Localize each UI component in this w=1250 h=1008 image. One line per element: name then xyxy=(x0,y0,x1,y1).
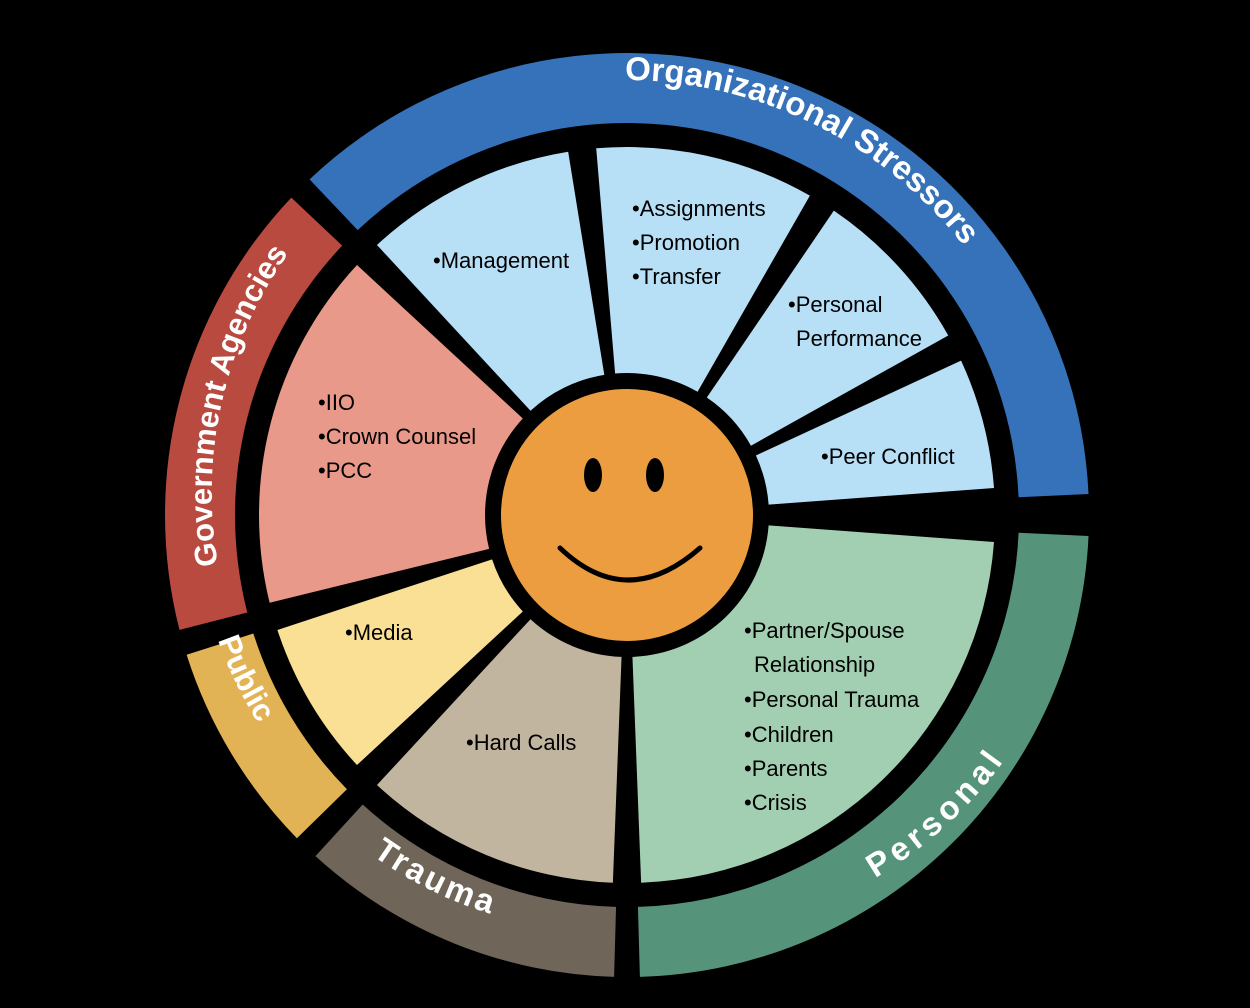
management-segment xyxy=(376,151,605,411)
peer-conflict-segment xyxy=(755,360,995,505)
government-agencies-band xyxy=(165,197,343,630)
item-text: •Peer Conflict xyxy=(821,444,955,469)
hard-calls-segment xyxy=(376,619,622,883)
public-band xyxy=(186,633,347,839)
peer-conflict-items: •Peer Conflict xyxy=(821,444,955,469)
assignments-segment xyxy=(596,147,810,392)
hard-calls-items: •Hard Calls xyxy=(466,730,576,755)
left-eye xyxy=(584,458,602,492)
assignments-items: •Assignments •Promotion •Transfer xyxy=(632,196,772,289)
personal-segment xyxy=(632,525,995,883)
trauma-band xyxy=(315,804,617,977)
organizational-stressors-band xyxy=(309,52,1089,498)
item-text: •Parents xyxy=(744,756,828,781)
item-text: •Hard Calls xyxy=(466,730,576,755)
item-text: •PCC xyxy=(318,458,372,483)
item-text: Performance xyxy=(796,326,922,351)
management-items: •Management xyxy=(433,248,569,273)
item-text: •Partner/Spouse xyxy=(744,618,905,643)
media-segment xyxy=(277,559,523,766)
item-text: •Assignments xyxy=(632,196,766,221)
smiley-face-icon xyxy=(497,385,757,645)
item-text: Relationship xyxy=(754,652,875,677)
right-eye xyxy=(646,458,664,492)
government-items: •IIO •Crown Counsel •PCC xyxy=(318,390,482,483)
personal-band xyxy=(637,532,1089,977)
center-face xyxy=(497,385,757,645)
item-text: •Children xyxy=(744,722,834,747)
item-text: •Media xyxy=(345,620,413,645)
smile-mouth xyxy=(557,545,703,583)
government-segment xyxy=(258,264,523,603)
item-text: •IIO xyxy=(318,390,355,415)
item-text: •Crisis xyxy=(744,790,807,815)
personal-performance-items: •Personal Performance xyxy=(788,292,922,351)
item-text: •Crown Counsel xyxy=(318,424,476,449)
personal-performance-segment xyxy=(706,210,949,446)
item-text: •Personal Trauma xyxy=(744,687,920,712)
item-text: •Personal xyxy=(788,292,883,317)
personal-items: •Partner/Spouse Relationship •Personal T… xyxy=(744,618,925,815)
item-text: •Transfer xyxy=(632,264,721,289)
item-text: •Promotion xyxy=(632,230,740,255)
media-items: •Media xyxy=(345,620,413,645)
item-text: •Management xyxy=(433,248,569,273)
